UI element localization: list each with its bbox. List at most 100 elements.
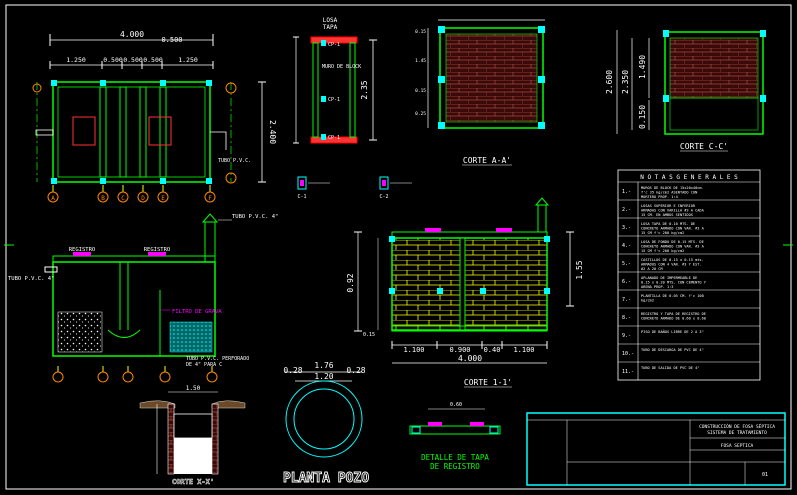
corte-x-title: CORTE X-X' bbox=[172, 478, 214, 486]
plan-side-dim: 2.400 bbox=[268, 120, 277, 144]
plan-axis-a: A bbox=[51, 195, 55, 202]
section-filter-label: FILTRO DE GRAVA bbox=[172, 309, 222, 315]
tapa-title-1: LOSA bbox=[323, 17, 338, 24]
corte-c-dim-b: 1.490 bbox=[638, 55, 647, 79]
note-number: 1.- bbox=[622, 189, 631, 195]
title-line-1: CONSTRUCCIÓN DE FOSA SÉPTICA bbox=[699, 422, 775, 430]
corte-a-dim-2: 1.45 bbox=[415, 58, 426, 64]
general-notes-table: N O T A S G E N E R A L E S 1.- MUROS DE … bbox=[617, 169, 761, 381]
section-registro-1: REGISTRO bbox=[69, 247, 96, 253]
plan-dim-4: 0.500 bbox=[143, 56, 163, 64]
registro-detail: 0.60 DETALLE DE TAPA DE REGISTRO bbox=[409, 402, 501, 471]
note-text: MUROS DE BLOCK DE 15x20x40cm.f'c 35 kg/c… bbox=[641, 186, 704, 199]
pozo-dim-inner: 1.20 bbox=[314, 372, 333, 381]
pozo-title: PLANTA POZO bbox=[283, 471, 369, 486]
note-number: 4.- bbox=[622, 243, 631, 249]
longitudinal-section: REGISTRO REGISTRO TUBO P.V.C. 4" TUBO P.… bbox=[8, 213, 278, 383]
corte-b-title: CORTE 1-1' bbox=[464, 378, 512, 387]
plan-dim-5: 1.250 bbox=[178, 56, 198, 64]
corte-b-section: 0.92 0.15 1.55 1.100 0.900 0.40 1.100 4.… bbox=[346, 197, 584, 388]
registro-dim: 0.60 bbox=[450, 402, 462, 408]
corte-b-total: 4.000 bbox=[458, 354, 482, 363]
title-line-2: SISTEMA DE TRATAMIENTO bbox=[707, 430, 767, 436]
note-text: TUBO DE SALIDA DE PVC DE 4" bbox=[641, 366, 699, 370]
corte-b-left-dim: 0.92 bbox=[346, 273, 355, 292]
corte-b-dim-3: 0.40 bbox=[484, 346, 501, 354]
corte-a-dim-3: 0.15 bbox=[415, 88, 426, 94]
corte-c-dim-outer: 2.600 bbox=[605, 70, 614, 94]
tapa-callout-3: CP-1 bbox=[328, 135, 340, 141]
plan-dim-3: 0.500 bbox=[123, 56, 143, 64]
note-number: 8.- bbox=[622, 315, 631, 321]
corte-b-side-small: 0.15 bbox=[363, 332, 375, 338]
corte-a-section: 0.15 1.45 0.15 0.25 CORTE A-A' bbox=[415, 19, 545, 166]
tapa-callout-1: CP-1 bbox=[328, 42, 340, 48]
corte-b-dim-1: 1.100 bbox=[403, 346, 424, 354]
notes-rows: 1.- MUROS DE BLOCK DE 15x20x40cm.f'c 35 k… bbox=[618, 186, 760, 375]
plan-axis-e: E bbox=[161, 195, 165, 202]
corte-c-dim-c: 0.150 bbox=[638, 105, 647, 129]
plan-dim-1: 1.250 bbox=[66, 56, 86, 64]
plan-axis-d: D bbox=[141, 195, 145, 202]
note-number: 6.- bbox=[622, 279, 631, 285]
corte-c-dim-a: 2.350 bbox=[621, 70, 630, 94]
plan-mid-dim: 0.500 bbox=[161, 36, 182, 44]
plan-dim-2: 0.500 bbox=[103, 56, 123, 64]
note-number: 10.- bbox=[622, 351, 634, 357]
corte-b-dim-2: 0.900 bbox=[449, 346, 470, 354]
section-registro-2: REGISTRO bbox=[144, 247, 171, 253]
notes-title: N O T A S G E N E R A L E S bbox=[640, 174, 738, 181]
note-number: 9.- bbox=[622, 333, 631, 339]
tapa-side-dim: 2.35 bbox=[360, 80, 369, 99]
plan-axis-b: B bbox=[101, 195, 105, 202]
note-text: TUBO DE DESCARGA DE PVC DE 4" bbox=[641, 348, 704, 352]
sheet-border bbox=[5, 4, 792, 490]
tapa-section: LOSA TAPA CP-1 CP-1 CP-1 MURO DE BLOCK 2… bbox=[293, 17, 377, 144]
note-number: 3.- bbox=[622, 225, 631, 231]
planta-pozo: 1.76 1.20 0.28 0.28 PLANTA POZO bbox=[283, 361, 370, 486]
title-block: CONSTRUCCIÓN DE FOSA SÉPTICA SISTEMA DE … bbox=[526, 412, 786, 486]
plan-axis-c: C bbox=[121, 195, 125, 202]
note-number: 5.- bbox=[622, 261, 631, 267]
corte-x-section: 1.50 CORTE X-X' bbox=[139, 385, 246, 486]
tapa-note: MURO DE BLOCK bbox=[322, 64, 361, 70]
corte-x-dim: 1.50 bbox=[186, 385, 201, 392]
column-details: C-1 C-2 bbox=[297, 176, 412, 200]
note-text: PISO DE BAÑOS LIBRE DE 2 A 3" bbox=[641, 329, 704, 334]
pozo-dim-left: 0.28 bbox=[283, 366, 302, 375]
section-pipe-bottom-1: TUBO P.V.C. PERFORADO bbox=[186, 356, 249, 362]
section-pipe-left: TUBO P.V.C. 4" bbox=[8, 276, 54, 282]
corte-c-section: 2.600 2.350 1.490 0.150 CORTE C-C' bbox=[605, 30, 766, 152]
note-number: 2.- bbox=[622, 207, 631, 213]
note-number: 11.- bbox=[622, 369, 634, 375]
corte-a-dim-1: 0.15 bbox=[415, 29, 426, 35]
plan-view: 4.000 0.500 1.250 0.500 0.500 0.500 1.25… bbox=[32, 30, 277, 203]
notes-frame bbox=[617, 169, 761, 381]
detail-c2-label: C-2 bbox=[379, 194, 388, 200]
title-line-3: FOSA SEPTICA bbox=[721, 443, 754, 449]
note-number: 7.- bbox=[622, 297, 631, 303]
corte-b-dim-4: 1.100 bbox=[513, 346, 534, 354]
corte-a-title: CORTE A-A' bbox=[463, 156, 511, 165]
corte-a-dim-4: 0.25 bbox=[415, 111, 426, 117]
tapa-callout-2: CP-1 bbox=[328, 97, 340, 103]
registro-title-2: DE REGISTRO bbox=[430, 462, 480, 471]
pozo-dim-outer: 1.76 bbox=[314, 361, 333, 370]
plan-pipe-note: TUBO P.V.C. bbox=[218, 158, 251, 164]
note-text: CASTILLOS DE 0.15 x 0.15 mts.ARMADOS CON… bbox=[641, 258, 704, 271]
corte-c-title: CORTE C-C' bbox=[680, 142, 728, 151]
detail-c1-label: C-1 bbox=[297, 194, 306, 200]
title-sheet: 01 bbox=[762, 472, 768, 478]
section-pipe-top: TUBO P.V.C. 4" bbox=[232, 214, 278, 220]
plan-overall-dim: 4.000 bbox=[120, 30, 144, 39]
corte-b-right-dim: 1.55 bbox=[575, 260, 584, 279]
registro-title-1: DETALLE DE TAPA bbox=[421, 453, 489, 462]
section-pipe-bottom-2: DE 4" PARA C bbox=[186, 362, 222, 368]
